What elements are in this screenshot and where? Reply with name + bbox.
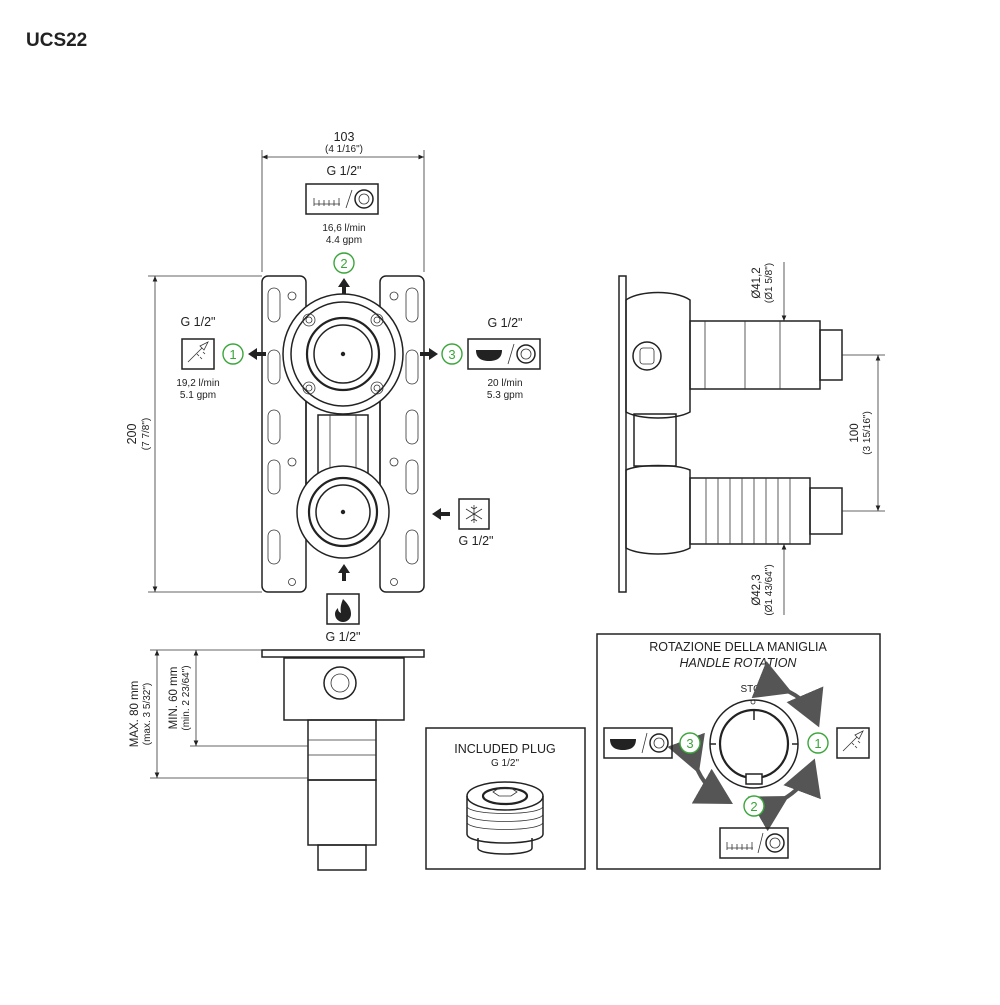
hand-shower-icon bbox=[181, 338, 215, 370]
outlet-top-flow-metric: 16,6 l/min bbox=[322, 223, 365, 234]
depth-plate bbox=[261, 649, 425, 658]
included-plug-panel: INCLUDED PLUG G 1/2" bbox=[425, 727, 586, 870]
width-dimension: 103 bbox=[334, 130, 355, 144]
bathtub-plug-icon bbox=[467, 338, 541, 370]
lower-cartridge-body bbox=[689, 477, 811, 545]
hand-shower-icon bbox=[836, 727, 870, 759]
height-dimension-imperial: (7 7/8") bbox=[141, 418, 152, 450]
outlet-1-badge bbox=[222, 343, 244, 365]
outlet-left-thread: G 1/2" bbox=[180, 315, 215, 329]
side-view: Ø41,2 (Ø1 5/8") Ø42,3 (Ø1 43/64") 100 (3… bbox=[618, 262, 885, 616]
outlet-right-flow-metric: 20 l/min bbox=[487, 378, 522, 389]
max-depth-imperial: (max. 3 5/32") bbox=[142, 683, 153, 745]
outlet-1-number: 1 bbox=[229, 347, 236, 362]
arrow-up-icon bbox=[338, 278, 350, 294]
flame-icon bbox=[335, 599, 351, 622]
rotation-arrow-icon bbox=[667, 732, 733, 804]
position-2-number: 2 bbox=[750, 799, 757, 814]
position-1-number: 1 bbox=[814, 736, 821, 751]
center-distance-imperial: (3 15/16") bbox=[862, 411, 873, 455]
plug-thread: G 1/2" bbox=[491, 758, 519, 769]
min-depth-dimension: MIN. 60 mm bbox=[168, 667, 180, 730]
outlet-right-thread: G 1/2" bbox=[487, 316, 522, 330]
outlet-left-flow-imperial: 5.1 gpm bbox=[180, 390, 216, 401]
bathtub-plug-icon bbox=[305, 183, 379, 215]
position-3-badge bbox=[679, 732, 701, 754]
min-depth-imperial: (min. 2 23/64") bbox=[181, 665, 192, 730]
center-distance-dimension: 100 bbox=[849, 423, 861, 442]
outlet-2-badge bbox=[333, 252, 355, 274]
position-2-badge bbox=[743, 795, 765, 817]
depth-view: MAX. 80 mm (max. 3 5/32") MIN. 60 mm (mi… bbox=[129, 649, 425, 871]
hot-inlet-thread: G 1/2" bbox=[325, 630, 360, 644]
cold-inlet-thread: G 1/2" bbox=[458, 534, 493, 548]
outlet-top-flow-imperial: 4.4 gpm bbox=[326, 235, 362, 246]
diameter-top-imperial: (Ø1 5/8") bbox=[764, 263, 775, 303]
diameter-bottom-dimension: Ø42,3 bbox=[751, 574, 763, 605]
plug-title: INCLUDED PLUG bbox=[454, 742, 555, 756]
position-1-badge bbox=[807, 732, 829, 754]
upper-cartridge-body bbox=[689, 320, 821, 390]
position-3-number: 3 bbox=[686, 736, 693, 751]
outlet-3-badge bbox=[441, 343, 463, 365]
cold-inlet-box bbox=[458, 498, 490, 530]
bathtub-plug-icon bbox=[719, 827, 789, 859]
plug-illustration bbox=[466, 781, 544, 855]
arrow-left-icon bbox=[432, 508, 450, 520]
rotation-title-en: HANDLE ROTATION bbox=[680, 656, 798, 670]
page-title: UCS22 bbox=[26, 30, 87, 51]
width-dimension-imperial: (4 1/16") bbox=[325, 144, 363, 155]
outlet-right-flow-imperial: 5.3 gpm bbox=[487, 390, 523, 401]
outlet-top-thread: G 1/2" bbox=[326, 164, 361, 178]
rotation-arrow-icon bbox=[747, 758, 821, 832]
hot-inlet-box bbox=[326, 593, 360, 625]
max-depth-dimension: MAX. 80 mm bbox=[129, 681, 141, 747]
front-view: 103 (4 1/16") 200 (7 7/8") bbox=[125, 130, 541, 644]
rotation-arrow-icon bbox=[751, 661, 824, 728]
stop-label: STOP bbox=[740, 684, 767, 695]
diameter-bottom-imperial: (Ø1 43/64") bbox=[764, 564, 775, 615]
outlet-left-flow-metric: 19,2 l/min bbox=[176, 378, 219, 389]
diameter-top-dimension: Ø41,2 bbox=[751, 267, 763, 298]
handle-rotation-panel: ROTAZIONE DELLA MANIGLIA HANDLE ROTATION… bbox=[596, 633, 881, 870]
height-dimension: 200 bbox=[125, 424, 139, 445]
outlet-2-number: 2 bbox=[340, 256, 347, 271]
snowflake-icon bbox=[465, 505, 483, 523]
bathtub-plug-icon bbox=[603, 727, 673, 759]
arrow-left-icon bbox=[248, 348, 266, 360]
arrow-right-icon bbox=[420, 348, 438, 360]
arrow-up-icon bbox=[338, 564, 350, 581]
side-plate bbox=[618, 275, 627, 593]
rotation-title-it: ROTAZIONE DELLA MANIGLIA bbox=[649, 640, 827, 654]
outlet-3-number: 3 bbox=[448, 347, 455, 362]
